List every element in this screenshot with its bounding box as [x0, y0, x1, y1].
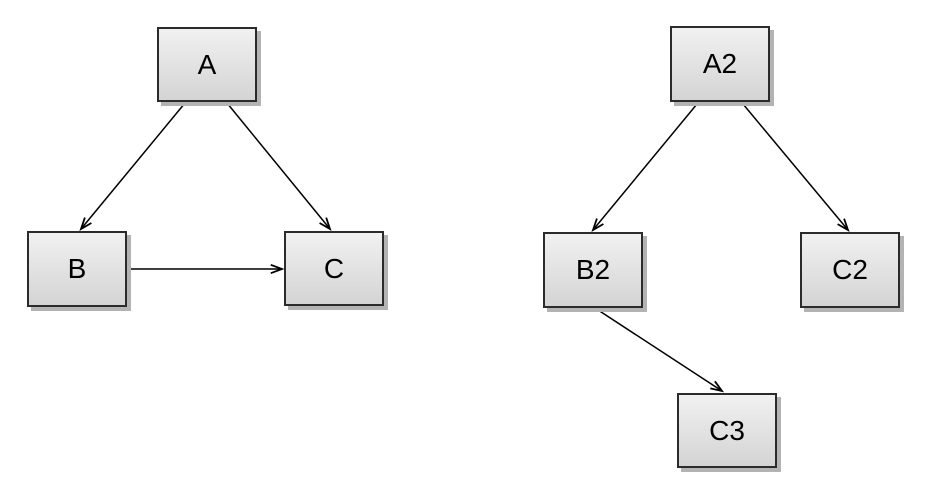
node-B2: B2	[543, 232, 643, 308]
edge-A2-B2	[591, 103, 698, 232]
edge-A-B	[79, 102, 186, 231]
node-B: B	[27, 231, 127, 307]
node-C2: C2	[800, 232, 900, 308]
node-label: A2	[702, 48, 738, 79]
node-label: C	[323, 252, 345, 284]
edge-A2-C2	[742, 103, 850, 232]
arrowhead-icon	[710, 380, 725, 393]
arrowhead-icon	[79, 217, 92, 231]
node-label: C2	[832, 254, 868, 285]
edge-B-C	[128, 263, 285, 275]
edge-B2-C3	[594, 307, 725, 393]
arrowhead-icon	[591, 218, 604, 232]
node-label: B	[67, 253, 87, 284]
arrowhead-icon	[837, 218, 850, 232]
arrowhead-icon	[270, 263, 285, 275]
node-A: A	[157, 27, 257, 102]
node-label: A	[197, 48, 217, 80]
node-C3: C3	[677, 393, 777, 468]
node-label: C3	[709, 414, 745, 446]
arrowhead-icon	[319, 217, 332, 231]
node-C: C	[284, 231, 384, 306]
edge-A-C	[226, 102, 332, 231]
node-A2: A2	[670, 26, 770, 102]
node-label: B2	[575, 254, 611, 285]
